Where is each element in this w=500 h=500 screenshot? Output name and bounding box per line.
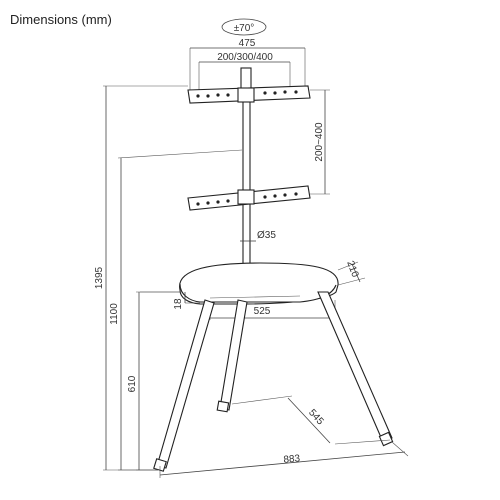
rear-leg-depth-label: 545 (306, 407, 326, 427)
front-left-leg (153, 299, 215, 472)
bracket-width-label: 475 (239, 38, 256, 49)
base-width-dimension: 883 (159, 441, 409, 478)
diagram-title: Dimensions (mm) (10, 12, 112, 27)
bracket-width-dimension: 475 (189, 38, 306, 92)
shelf (179, 262, 339, 305)
leg-height-dimension: 610 (127, 291, 182, 471)
rear-leg (216, 299, 248, 413)
shelf-depth-dimension: 210 (337, 259, 366, 286)
shelf-height-label: 1100 (109, 303, 120, 325)
tilt-label: ±70° (234, 23, 255, 34)
leg-height-label: 610 (127, 375, 138, 392)
vesa-label: 200/300/400 (217, 52, 273, 63)
front-right-leg (317, 291, 394, 447)
shelf-depth-label: 210 (344, 259, 360, 279)
shelf-width-label: 525 (254, 306, 271, 317)
pole-diameter-label: Ø35 (257, 230, 276, 241)
height-adjust-label: 200~400 (314, 122, 325, 162)
shelf-thickness-label: 18 (173, 298, 184, 310)
tilt-indicator: ±70° (221, 18, 267, 36)
height-adjust-dimension: 200~400 (310, 89, 330, 195)
total-height-label: 1395 (94, 266, 105, 289)
upper-bracket (187, 85, 311, 104)
lower-bracket (187, 185, 311, 211)
base-width-label: 883 (283, 453, 301, 465)
pole-diameter-dimension: Ø35 (240, 230, 276, 242)
